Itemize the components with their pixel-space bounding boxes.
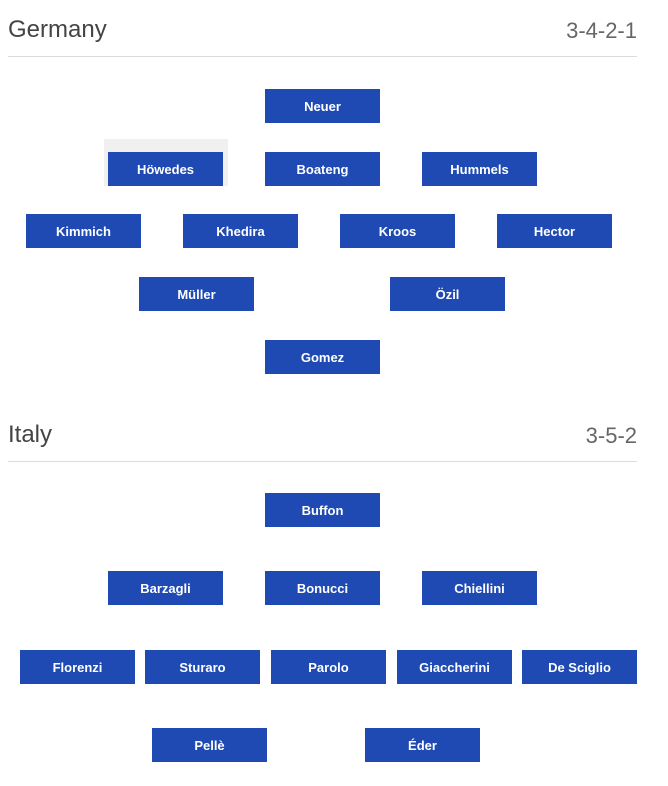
player-barzagli[interactable]: Barzagli <box>108 571 223 605</box>
player-hector[interactable]: Hector <box>497 214 612 248</box>
player-boateng[interactable]: Boateng <box>265 152 380 186</box>
team-name: Italy <box>8 421 53 448</box>
player-howedes[interactable]: Höwedes <box>108 152 223 186</box>
player-eder[interactable]: Éder <box>365 728 480 762</box>
team-formation: 3-4-2-1 <box>566 18 637 43</box>
player-pelle[interactable]: Pellè <box>152 728 267 762</box>
player-buffon[interactable]: Buffon <box>265 493 380 527</box>
team-name: Germany <box>8 16 107 43</box>
player-kroos[interactable]: Kroos <box>340 214 455 248</box>
player-gomez[interactable]: Gomez <box>265 340 380 374</box>
player-parolo[interactable]: Parolo <box>271 650 386 684</box>
player-giaccherini[interactable]: Giaccherini <box>397 650 512 684</box>
player-hummels[interactable]: Hummels <box>422 152 537 186</box>
player-bonucci[interactable]: Bonucci <box>265 571 380 605</box>
player-florenzi[interactable]: Florenzi <box>20 650 135 684</box>
player-muller[interactable]: Müller <box>139 277 254 311</box>
team-header-italy: Italy 3-5-2 <box>8 421 637 462</box>
player-sturaro[interactable]: Sturaro <box>145 650 260 684</box>
team-header-germany: Germany 3-4-2-1 <box>8 16 637 57</box>
player-khedira[interactable]: Khedira <box>183 214 298 248</box>
player-ozil[interactable]: Özil <box>390 277 505 311</box>
player-de-sciglio[interactable]: De Sciglio <box>522 650 637 684</box>
player-kimmich[interactable]: Kimmich <box>26 214 141 248</box>
player-chiellini[interactable]: Chiellini <box>422 571 537 605</box>
player-neuer[interactable]: Neuer <box>265 89 380 123</box>
team-formation: 3-5-2 <box>585 423 637 448</box>
